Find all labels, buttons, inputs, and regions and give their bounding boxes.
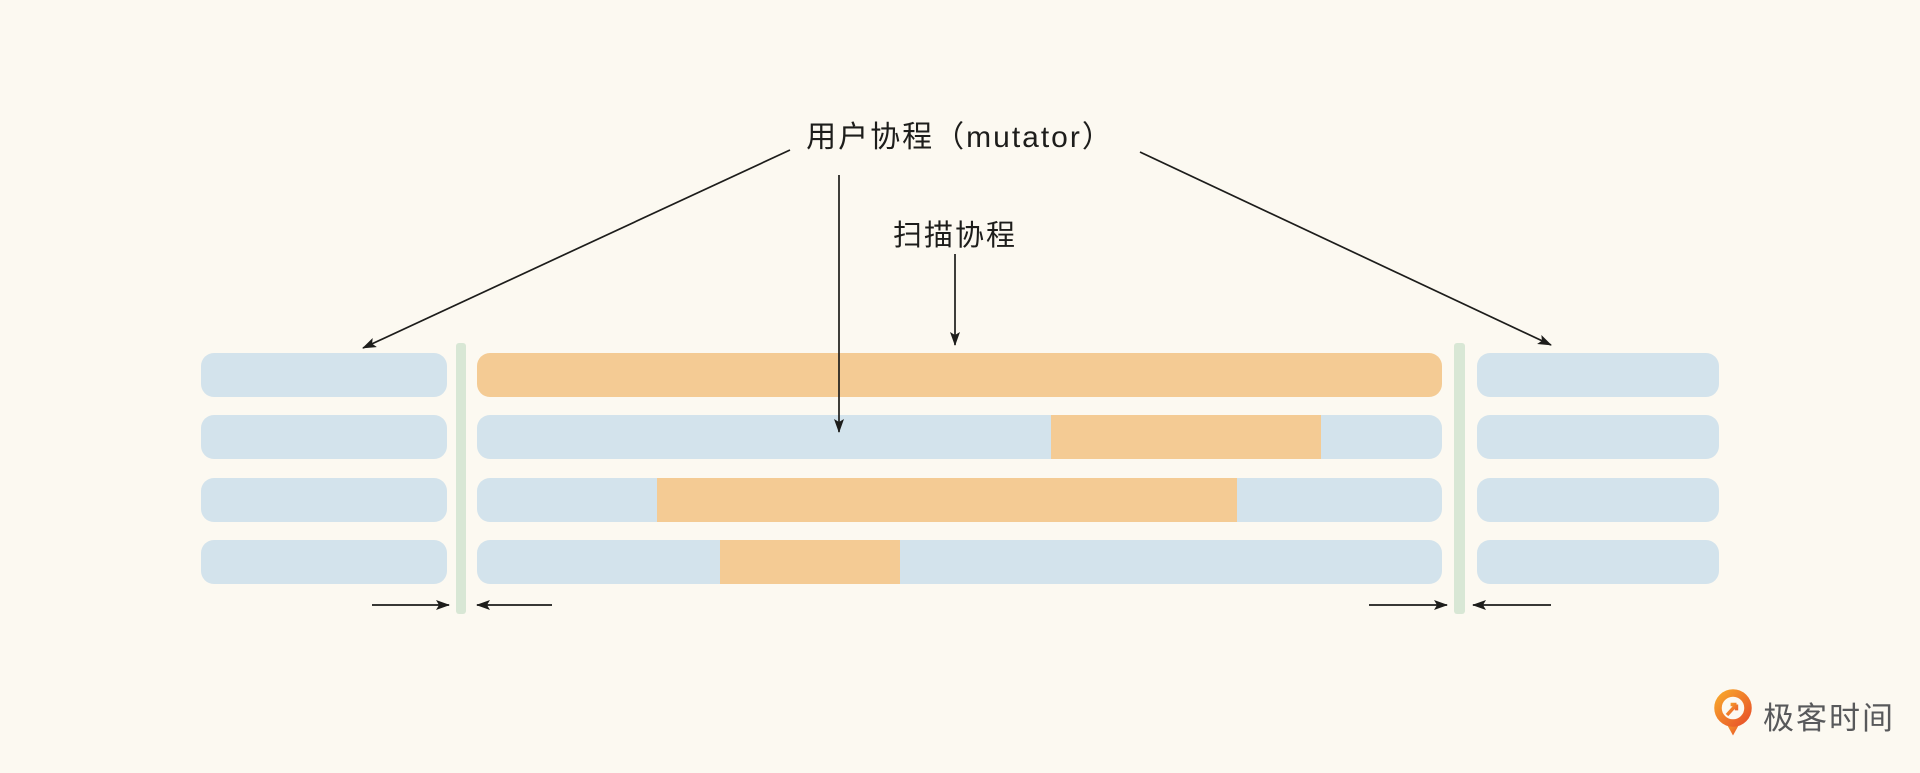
segment-blue	[201, 540, 447, 584]
brand-logo: 极客时间	[1712, 688, 1895, 742]
scan-coroutine-label: 扫描协程	[892, 220, 1018, 252]
segment-blue	[1237, 478, 1442, 522]
segment-blue	[477, 415, 1051, 459]
right-lanes-row-2	[1477, 415, 1719, 459]
center-lanes-row-4	[477, 540, 1442, 584]
left-lanes-row-3	[201, 478, 447, 522]
segment-blue	[900, 540, 1442, 584]
segment-blue	[201, 415, 447, 459]
right-lanes-row-1	[1477, 353, 1719, 397]
left-lanes-row-4	[201, 540, 447, 584]
segment-blue	[201, 353, 447, 397]
mutator-title-label: 用户协程（mutator）	[806, 121, 1114, 154]
left-stw-barrier	[456, 343, 466, 614]
right-stw-barrier	[1454, 343, 1465, 614]
segment-blue	[1321, 415, 1442, 459]
title-to-right-lanes-arrow	[1139, 151, 1552, 346]
segment-orange	[1051, 415, 1321, 459]
segment-blue	[1477, 353, 1719, 397]
left-lanes-row-2	[201, 415, 447, 459]
segment-blue	[477, 540, 720, 584]
segment-blue	[201, 478, 447, 522]
segment-blue	[1477, 478, 1719, 522]
segment-orange	[720, 540, 900, 584]
segment-blue	[1477, 540, 1719, 584]
brand-logo-text: 极客时间	[1763, 700, 1895, 736]
title-to-left-lanes-arrow	[362, 149, 791, 349]
right-lanes-row-3	[1477, 478, 1719, 522]
geektime-pin-icon	[1714, 689, 1752, 736]
segment-blue	[1477, 415, 1719, 459]
right-lanes-row-4	[1477, 540, 1719, 584]
center-lanes-row-3	[477, 478, 1442, 522]
center-lanes-row-2	[477, 415, 1442, 459]
segment-blue	[477, 478, 657, 522]
center-lanes-row-1	[477, 353, 1442, 397]
left-lanes-row-1	[201, 353, 447, 397]
segment-orange	[657, 478, 1237, 522]
segment-orange	[477, 353, 1442, 397]
